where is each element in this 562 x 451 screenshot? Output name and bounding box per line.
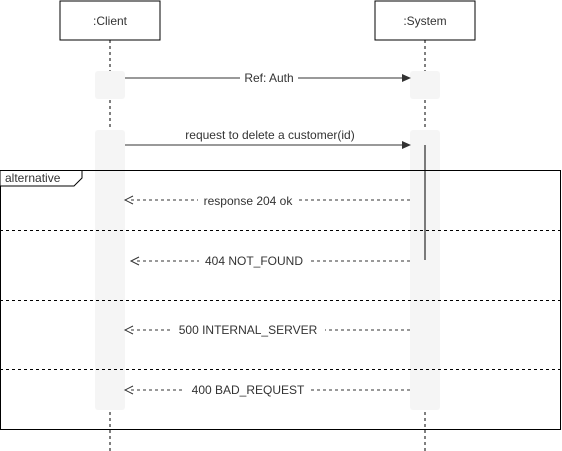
message-not-found-label: 404 NOT_FOUND <box>205 254 303 268</box>
client-participant[interactable]: :Client <box>59 0 161 41</box>
system-activation-auth <box>410 71 440 99</box>
message-ref-auth: Ref: Auth <box>125 70 411 86</box>
message-not-found: 404 NOT_FOUND <box>129 253 410 269</box>
system-participant-label: :System <box>403 14 446 28</box>
system-activation-main <box>410 130 440 410</box>
message-response-ok-label: response 204 ok <box>204 194 294 208</box>
client-participant-label: :Client <box>93 14 128 28</box>
fragment-label: alternative <box>5 171 61 185</box>
alternative-fragment: alternative <box>0 170 561 430</box>
message-bad-request-label: 400 BAD_REQUEST <box>192 383 305 397</box>
message-delete-request-label: request to delete a customer(id) <box>185 128 354 142</box>
message-response-ok: response 204 ok <box>123 193 410 209</box>
message-internal-error-label: 500 INTERNAL_SERVER <box>179 323 318 337</box>
message-ref-auth-label: Ref: Auth <box>244 71 293 85</box>
message-delete-request: request to delete a customer(id) <box>125 128 411 149</box>
fragment-label-tab <box>0 170 83 187</box>
client-activation-auth <box>95 71 125 99</box>
message-bad-request: 400 BAD_REQUEST <box>123 382 410 398</box>
client-activation-main <box>95 130 125 410</box>
system-participant[interactable]: :System <box>374 0 476 41</box>
message-internal-error: 500 INTERNAL_SERVER <box>123 322 410 338</box>
